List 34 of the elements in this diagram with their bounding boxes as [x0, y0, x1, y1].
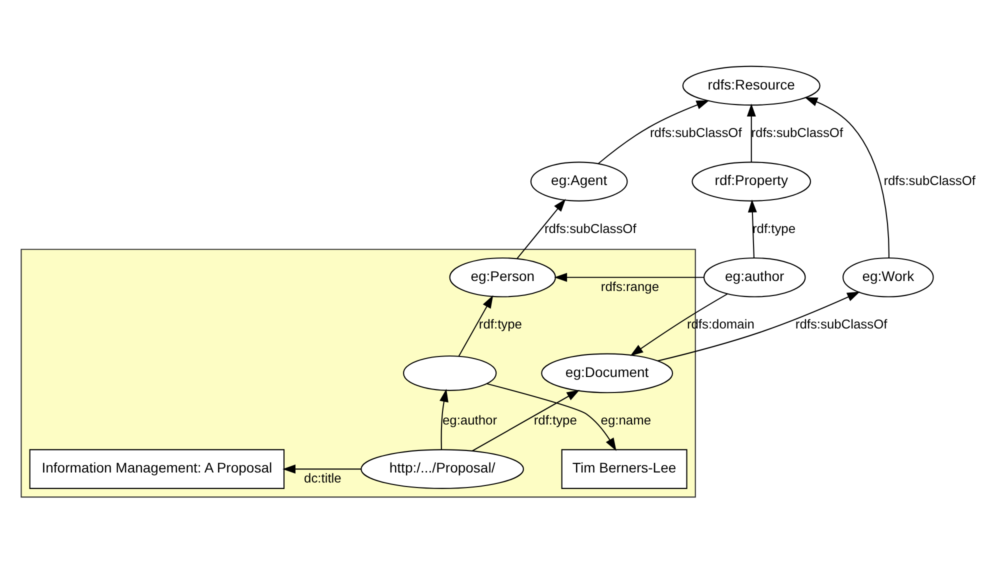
- node-box: Tim Berners-Lee: [561, 448, 688, 488]
- arrow: [746, 103, 756, 162]
- arrow: [630, 292, 728, 356]
- arrow: [554, 272, 704, 282]
- arrow: [472, 389, 580, 451]
- edge-label: rdf:type: [478, 316, 522, 332]
- node-ellipse: eg:Document: [541, 352, 674, 393]
- node-ellipse: eg:Person: [449, 256, 556, 297]
- node-ellipse: eg:Agent: [530, 161, 628, 201]
- node-ellipse: [403, 354, 497, 390]
- edge-label: rdfs:subClassOf: [544, 220, 636, 236]
- arrow: [440, 388, 448, 450]
- node-ellipse: http:/.../Proposal/: [360, 448, 524, 488]
- edge-label: rdf:type: [534, 412, 577, 427]
- arrow: [458, 294, 494, 356]
- edge-label: rdfs:subClassOf: [795, 316, 888, 332]
- edge-label: rdfs:subClassOf: [650, 124, 742, 140]
- node-ellipse: eg:Work: [842, 256, 934, 297]
- edge-label: eg:author: [442, 412, 498, 427]
- node-box: Information Management: A Proposal: [29, 448, 285, 488]
- edge-label: rdfs:subClassOf: [884, 172, 976, 188]
- edge-label: rdfs:subClassOf: [751, 124, 844, 140]
- node-ellipse: eg:author: [703, 256, 806, 297]
- edge-label: eg:name: [600, 412, 652, 427]
- arrow: [657, 291, 860, 361]
- node-ellipse: rdf:Property: [692, 161, 812, 201]
- arrow: [516, 198, 566, 259]
- arrow: [486, 382, 616, 450]
- arrow: [598, 100, 710, 164]
- arrow: [804, 96, 890, 258]
- edge-label: rdfs:range: [600, 278, 660, 294]
- edge-label: dc:title: [304, 470, 342, 486]
- arrow: [748, 198, 757, 258]
- arrow: [282, 464, 362, 474]
